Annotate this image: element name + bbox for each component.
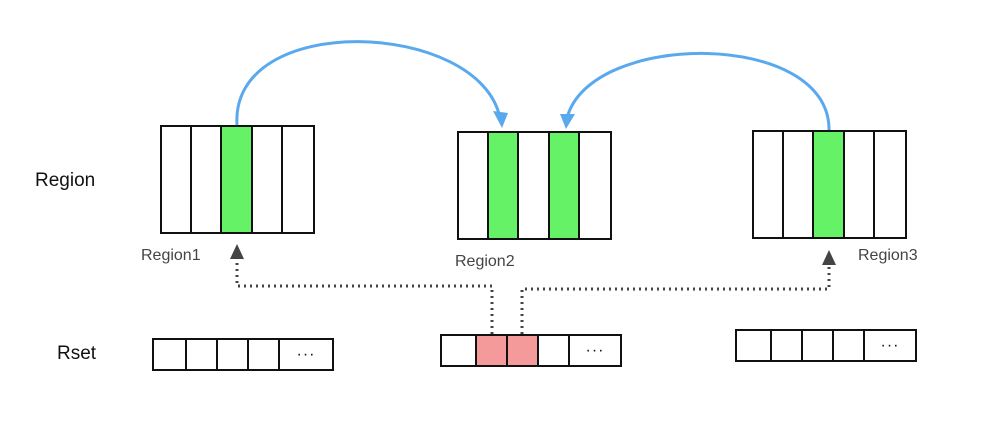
rset3-ellipsis: ··· [880, 336, 900, 354]
region1-cell-4 [253, 127, 283, 232]
region3-cell-1 [754, 132, 785, 237]
rset2-cell-1 [442, 336, 477, 365]
rset-pointer-to-region3 [520, 266, 831, 334]
rset-pointer-arrowhead-region3 [822, 250, 836, 265]
rset2-cell-4 [539, 336, 570, 365]
region3-box [752, 130, 907, 239]
rset1-cell-1 [154, 340, 187, 369]
reference-arrow-region1-to-region2 [235, 40, 502, 126]
rset1-cell-3 [218, 340, 249, 369]
rset3-cell-4 [834, 331, 865, 360]
rset1-cell-4 [249, 340, 280, 369]
rset3-box: ··· [735, 329, 917, 362]
region1-cell-1 [162, 127, 193, 232]
region-row-label: Region [35, 170, 96, 191]
region1-box [160, 125, 315, 234]
rset3-cell-3 [803, 331, 834, 360]
rset-row-label: Rset [57, 343, 97, 364]
rset3-cell-1 [737, 331, 772, 360]
reference-arrow-region3-to-region2 [565, 51, 831, 131]
rset1-ellipsis: ··· [296, 345, 316, 363]
region1-cell-3-referenced [222, 127, 253, 232]
reference-arrowhead-region2-left [493, 111, 508, 128]
reference-arrowhead-region2-right [560, 114, 575, 129]
region3-cell-2 [784, 132, 815, 237]
region2-cell-1 [459, 133, 490, 238]
rset2-cell-2-entry [477, 336, 508, 365]
rset2-ellipsis: ··· [585, 341, 605, 359]
rset1-box: ··· [152, 338, 334, 371]
region2-cell-3 [519, 133, 550, 238]
region3-cell-4 [845, 132, 875, 237]
region2-label: Region2 [455, 253, 515, 270]
region3-label: Region3 [858, 247, 918, 264]
region2-box [457, 131, 612, 240]
rset2-cell-3-entry [508, 336, 539, 365]
rset-pointer-to-region1 [235, 260, 494, 334]
rset2-box: ··· [440, 334, 622, 367]
region1-label: Region1 [141, 247, 201, 264]
region2-cell-4-referencing [549, 133, 580, 238]
region3-cell-3-referenced [814, 132, 845, 237]
region1-cell-2 [192, 127, 223, 232]
rset-pointer-arrowhead-region1 [230, 244, 244, 259]
rset1-cell-2 [187, 340, 218, 369]
region2-cell-2-referencing [489, 133, 520, 238]
rset3-cell-2 [772, 331, 803, 360]
